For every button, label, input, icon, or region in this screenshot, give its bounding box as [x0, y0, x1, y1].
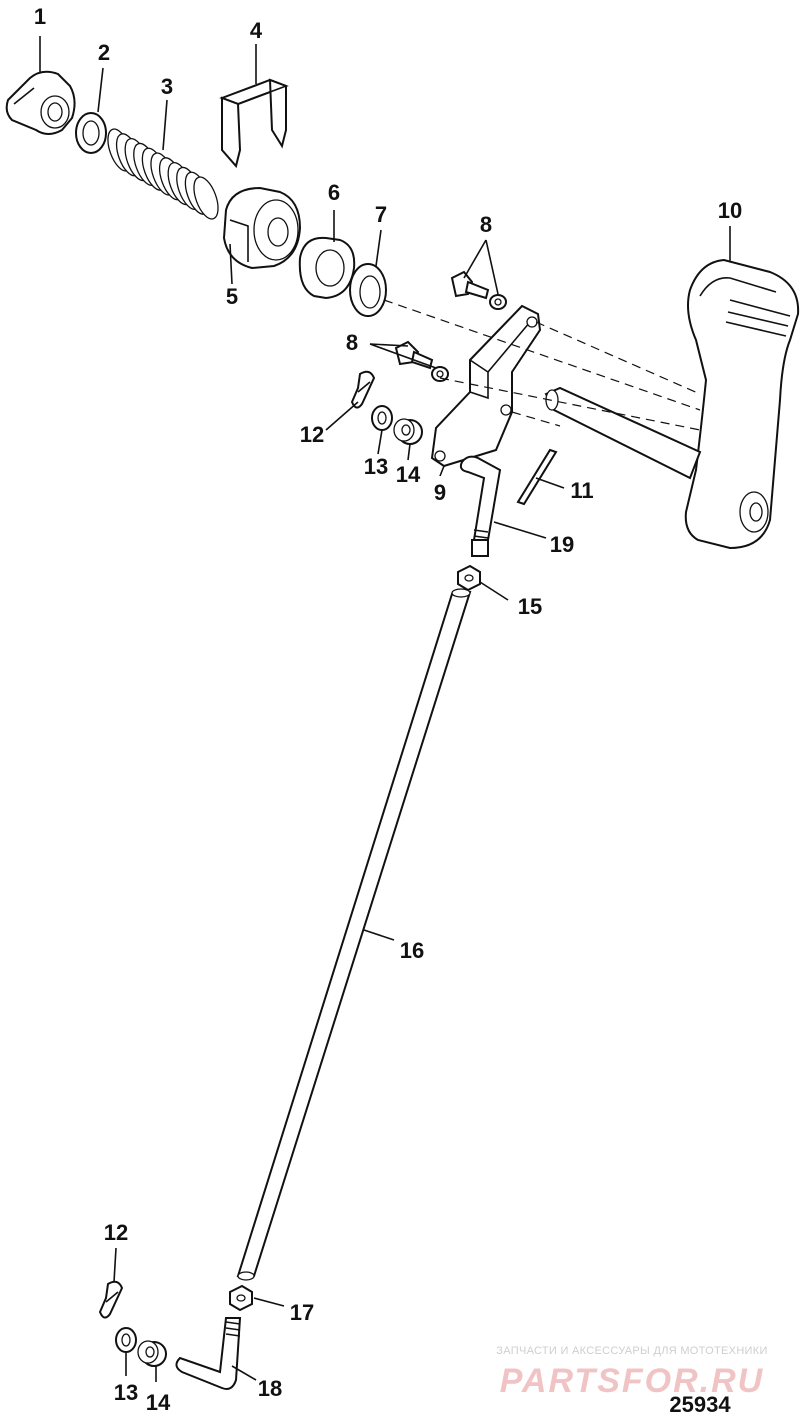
part-1-knob: [5, 70, 76, 135]
callout-18: 18: [258, 1376, 282, 1401]
part-17-nut: [229, 1284, 253, 1312]
part-11-pin: [516, 448, 558, 506]
leader-lines: [39, 36, 731, 1382]
callout-8-lower: 8: [346, 330, 358, 355]
part-9-bracket: [430, 304, 542, 468]
watermark: ЗАПЧАСТИ И АКСЕССУАРЫ ДЛЯ МОТОТЕХНИКИ PA…: [496, 1345, 767, 1400]
watermark-brand: PARTSFOR.RU: [500, 1362, 764, 1400]
figure-number: 25934: [669, 1392, 731, 1417]
part-2-washer: [75, 112, 107, 154]
part-14-bushing-lower: [137, 1340, 167, 1367]
part-15-nut: [457, 564, 481, 592]
spring-coil: [193, 176, 219, 220]
callout-3: 3: [161, 74, 173, 99]
callout-8-upper: 8: [480, 212, 492, 237]
part-18-bent-rod: [175, 1317, 242, 1390]
part-12-clip-lower: [98, 1280, 124, 1319]
watermark-subtitle: ЗАПЧАСТИ И АКСЕССУАРЫ ДЛЯ МОТОТЕХНИКИ: [496, 1345, 767, 1357]
part-16-tube: [236, 588, 472, 1281]
callout-10: 10: [718, 198, 742, 223]
callout-6: 6: [328, 180, 340, 205]
part-14-bushing-upper: [393, 418, 423, 445]
callout-7: 7: [375, 202, 387, 227]
part-19-bent-rod: [459, 455, 502, 557]
part-10-handle: [684, 258, 800, 550]
callout-12-lower: 12: [104, 1220, 128, 1245]
callout-1: 1: [34, 4, 46, 29]
part-12-clip-upper: [350, 370, 376, 409]
callout-19: 19: [550, 532, 574, 557]
callout-labels: 1 2 3 4 5 6 7 8 8 9 10 11 12 13 14 15 16…: [34, 4, 742, 1415]
part-7-washer: [349, 263, 387, 317]
callout-4: 4: [250, 18, 263, 43]
part-6-ring: [298, 236, 356, 300]
handle-shaft: [544, 386, 702, 480]
callout-11: 11: [570, 478, 593, 503]
callout-17: 17: [290, 1300, 314, 1325]
callout-9: 9: [434, 480, 446, 505]
callout-16: 16: [400, 938, 424, 963]
callout-15: 15: [518, 594, 542, 619]
callout-12-upper: 12: [300, 422, 324, 447]
part-5-bushing: [222, 186, 302, 270]
part-8-screw-lower: [394, 340, 449, 382]
part-13-washer-lower: [115, 1327, 137, 1353]
callout-2: 2: [98, 40, 110, 65]
callout-13-lower: 13: [114, 1380, 138, 1405]
callout-5: 5: [226, 284, 238, 309]
callout-14-lower: 14: [146, 1390, 171, 1415]
callout-13-upper: 13: [364, 454, 388, 479]
assembly-dashed-lines: [383, 299, 701, 431]
callout-14-upper: 14: [396, 462, 421, 487]
part-8-screw-upper: [450, 270, 507, 310]
part-3-spring: [107, 128, 219, 220]
part-13-washer-upper: [371, 405, 393, 431]
part-4-clip: [219, 78, 289, 169]
